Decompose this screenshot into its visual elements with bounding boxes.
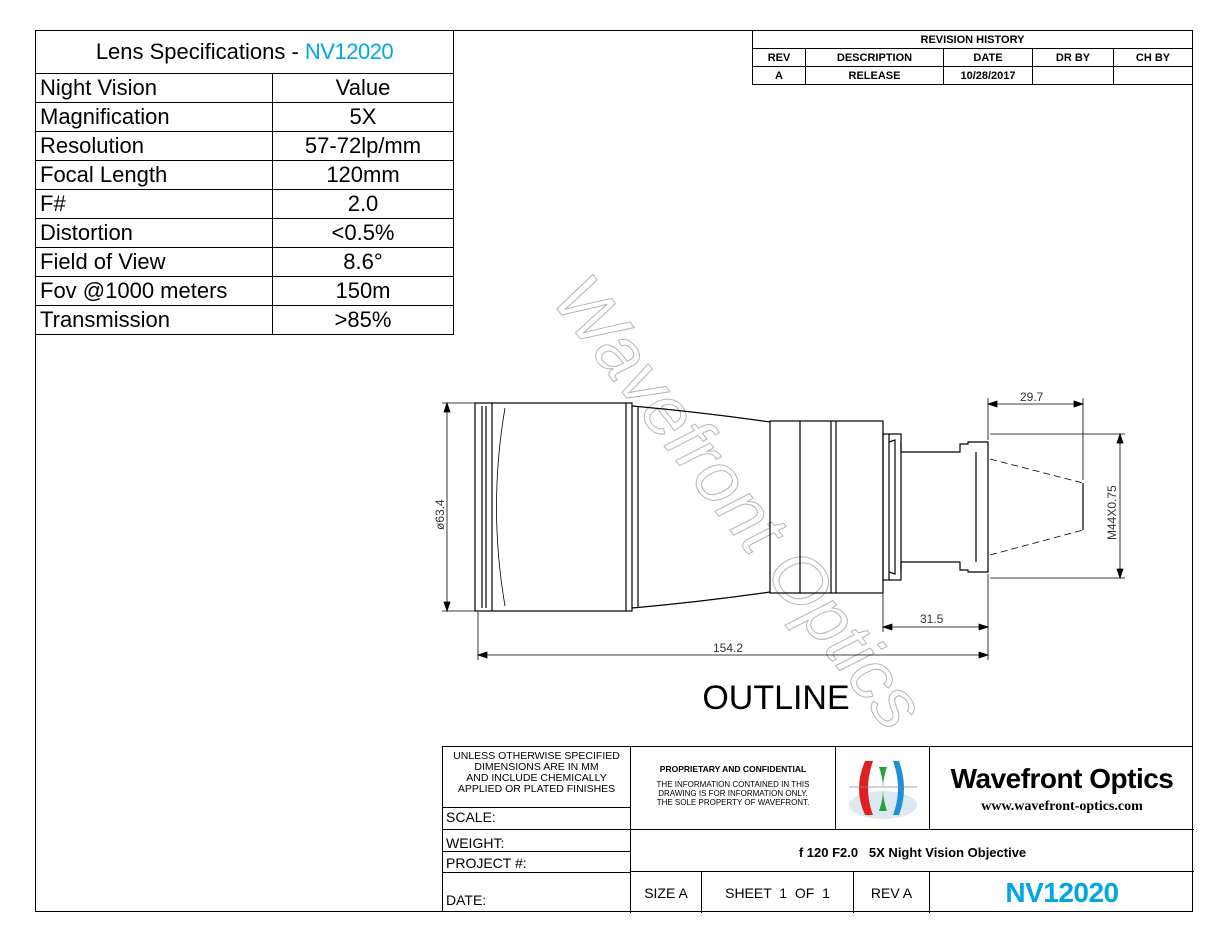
project-label: PROJECT #: [446,855,527,871]
spec-value: 2.0 [272,189,454,219]
outline-label: OUTLINE [702,679,849,717]
spec-value: <0.5% [272,218,454,248]
spec-value: >85% [272,305,454,335]
spec-header-value: Value [272,73,454,103]
spec-model: NV12020 [304,39,394,64]
spec-param: Distortion [35,218,273,248]
part-number: NV12020 [1005,877,1119,908]
diameter-label: ø63.4 [433,499,447,530]
spec-value: 57-72lp/mm [272,131,454,161]
spec-param: Fov @1000 meters [35,276,273,306]
dimension-labels: ø63.4 154.2 31.5 29.7 M44X0.75 [433,390,1119,655]
drawing-frame [35,30,1193,912]
dimension-lines [442,398,1125,660]
spec-value: 120mm [272,160,454,190]
spec-param: Focal Length [35,160,273,190]
image-cone [989,458,1084,556]
lens-spec-table: Lens Specifications - NV12020 Night Visi… [35,30,454,335]
revision-col: REV [752,48,806,67]
rev-label: REV A [870,885,913,901]
lens-logo-icon [849,761,917,819]
company-website: www.wavefront-optics.com [981,799,1143,814]
spec-value: 5X [272,102,454,132]
scale-label: SCALE: [446,809,496,825]
weight-label: WEIGHT: [446,835,505,851]
total-length-label: 154.2 [713,641,743,655]
spec-notes: UNLESS OTHERWISE SPECIFIED DIMENSIONS AR… [453,750,620,795]
company-name: Wavefront Optics [950,763,1174,794]
revision-title: REVISION HISTORY [752,30,1193,49]
spec-param: Magnification [35,102,273,132]
title-block: UNLESS OTHERWISE SPECIFIED DIMENSIONS AR… [442,746,1194,913]
back-focus-label: 29.7 [1020,390,1044,404]
size-label: SIZE A [644,885,688,901]
revision-cell [1113,66,1193,85]
sheet-label: SHEET 1 OF 1 [725,885,830,901]
drawing-description: f 120 F2.0 5X Night Vision Objective [798,845,1027,860]
watermark-text: Wavefront Optics [537,261,939,744]
spec-value: 8.6° [272,247,454,277]
date-label: DATE: [446,892,487,908]
flange-label: 31.5 [920,612,944,626]
spec-param: Transmission [35,305,273,335]
lens-body [474,402,989,612]
revision-history-table: REVISION HISTORY REV DESCRIPTION DATE DR… [752,30,1193,85]
spec-param: Resolution [35,131,273,161]
thread-label: M44X0.75 [1105,485,1119,540]
revision-cell: 10/28/2017 [943,66,1033,85]
proprietary-notice: PROPRIETARY AND CONFIDENTIAL THE INFORMA… [656,764,810,808]
